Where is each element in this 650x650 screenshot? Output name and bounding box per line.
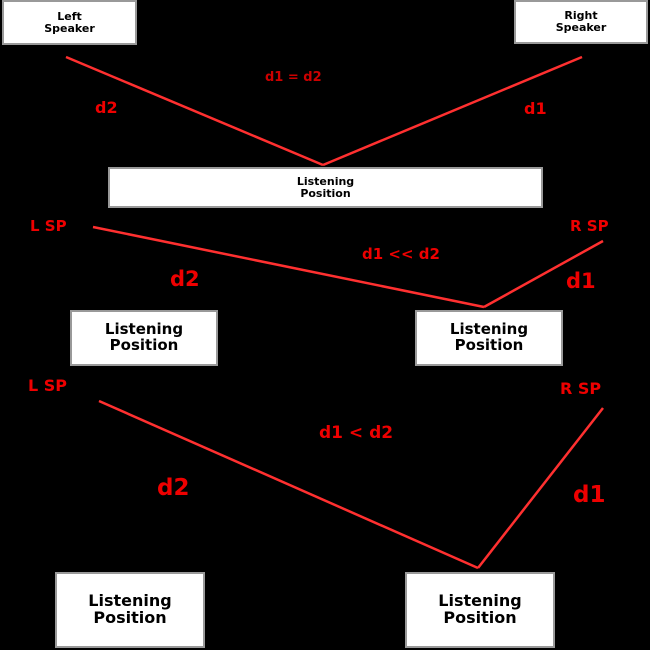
listening-position-box: Listening Position bbox=[108, 167, 543, 208]
left-speaker-label: L SP bbox=[28, 376, 68, 395]
d1-label: d1 bbox=[524, 99, 547, 118]
panel2-d2-line bbox=[92, 225, 485, 309]
listening-position-box-right: Listening Position bbox=[405, 572, 555, 648]
panel3-d2-line bbox=[98, 399, 479, 570]
d1-label: d1 bbox=[566, 269, 596, 293]
panel3-d1-line bbox=[477, 407, 604, 569]
left-speaker-box: Left Speaker bbox=[2, 0, 137, 45]
panel2-d1-line bbox=[483, 239, 604, 309]
d2-label: d2 bbox=[157, 475, 190, 501]
right-speaker-label: R SP bbox=[570, 217, 609, 235]
listening-position-box-right: Listening Position bbox=[415, 310, 563, 366]
d1-label: d1 bbox=[573, 482, 606, 508]
listening-position-box-left: Listening Position bbox=[70, 310, 218, 366]
right-speaker-box: Right Speaker bbox=[514, 0, 648, 44]
d2-label: d2 bbox=[170, 267, 200, 291]
relation-label: d1 < d2 bbox=[319, 423, 394, 443]
listening-position-box-left: Listening Position bbox=[55, 572, 205, 648]
left-speaker-label: L SP bbox=[30, 217, 67, 235]
panel1-d1-line bbox=[322, 55, 583, 167]
right-speaker-label: R SP bbox=[560, 379, 602, 398]
panel1-d2-line bbox=[65, 55, 324, 167]
relation-label: d1 = d2 bbox=[265, 70, 322, 85]
relation-label: d1 << d2 bbox=[362, 245, 440, 263]
d2-label: d2 bbox=[95, 98, 118, 117]
